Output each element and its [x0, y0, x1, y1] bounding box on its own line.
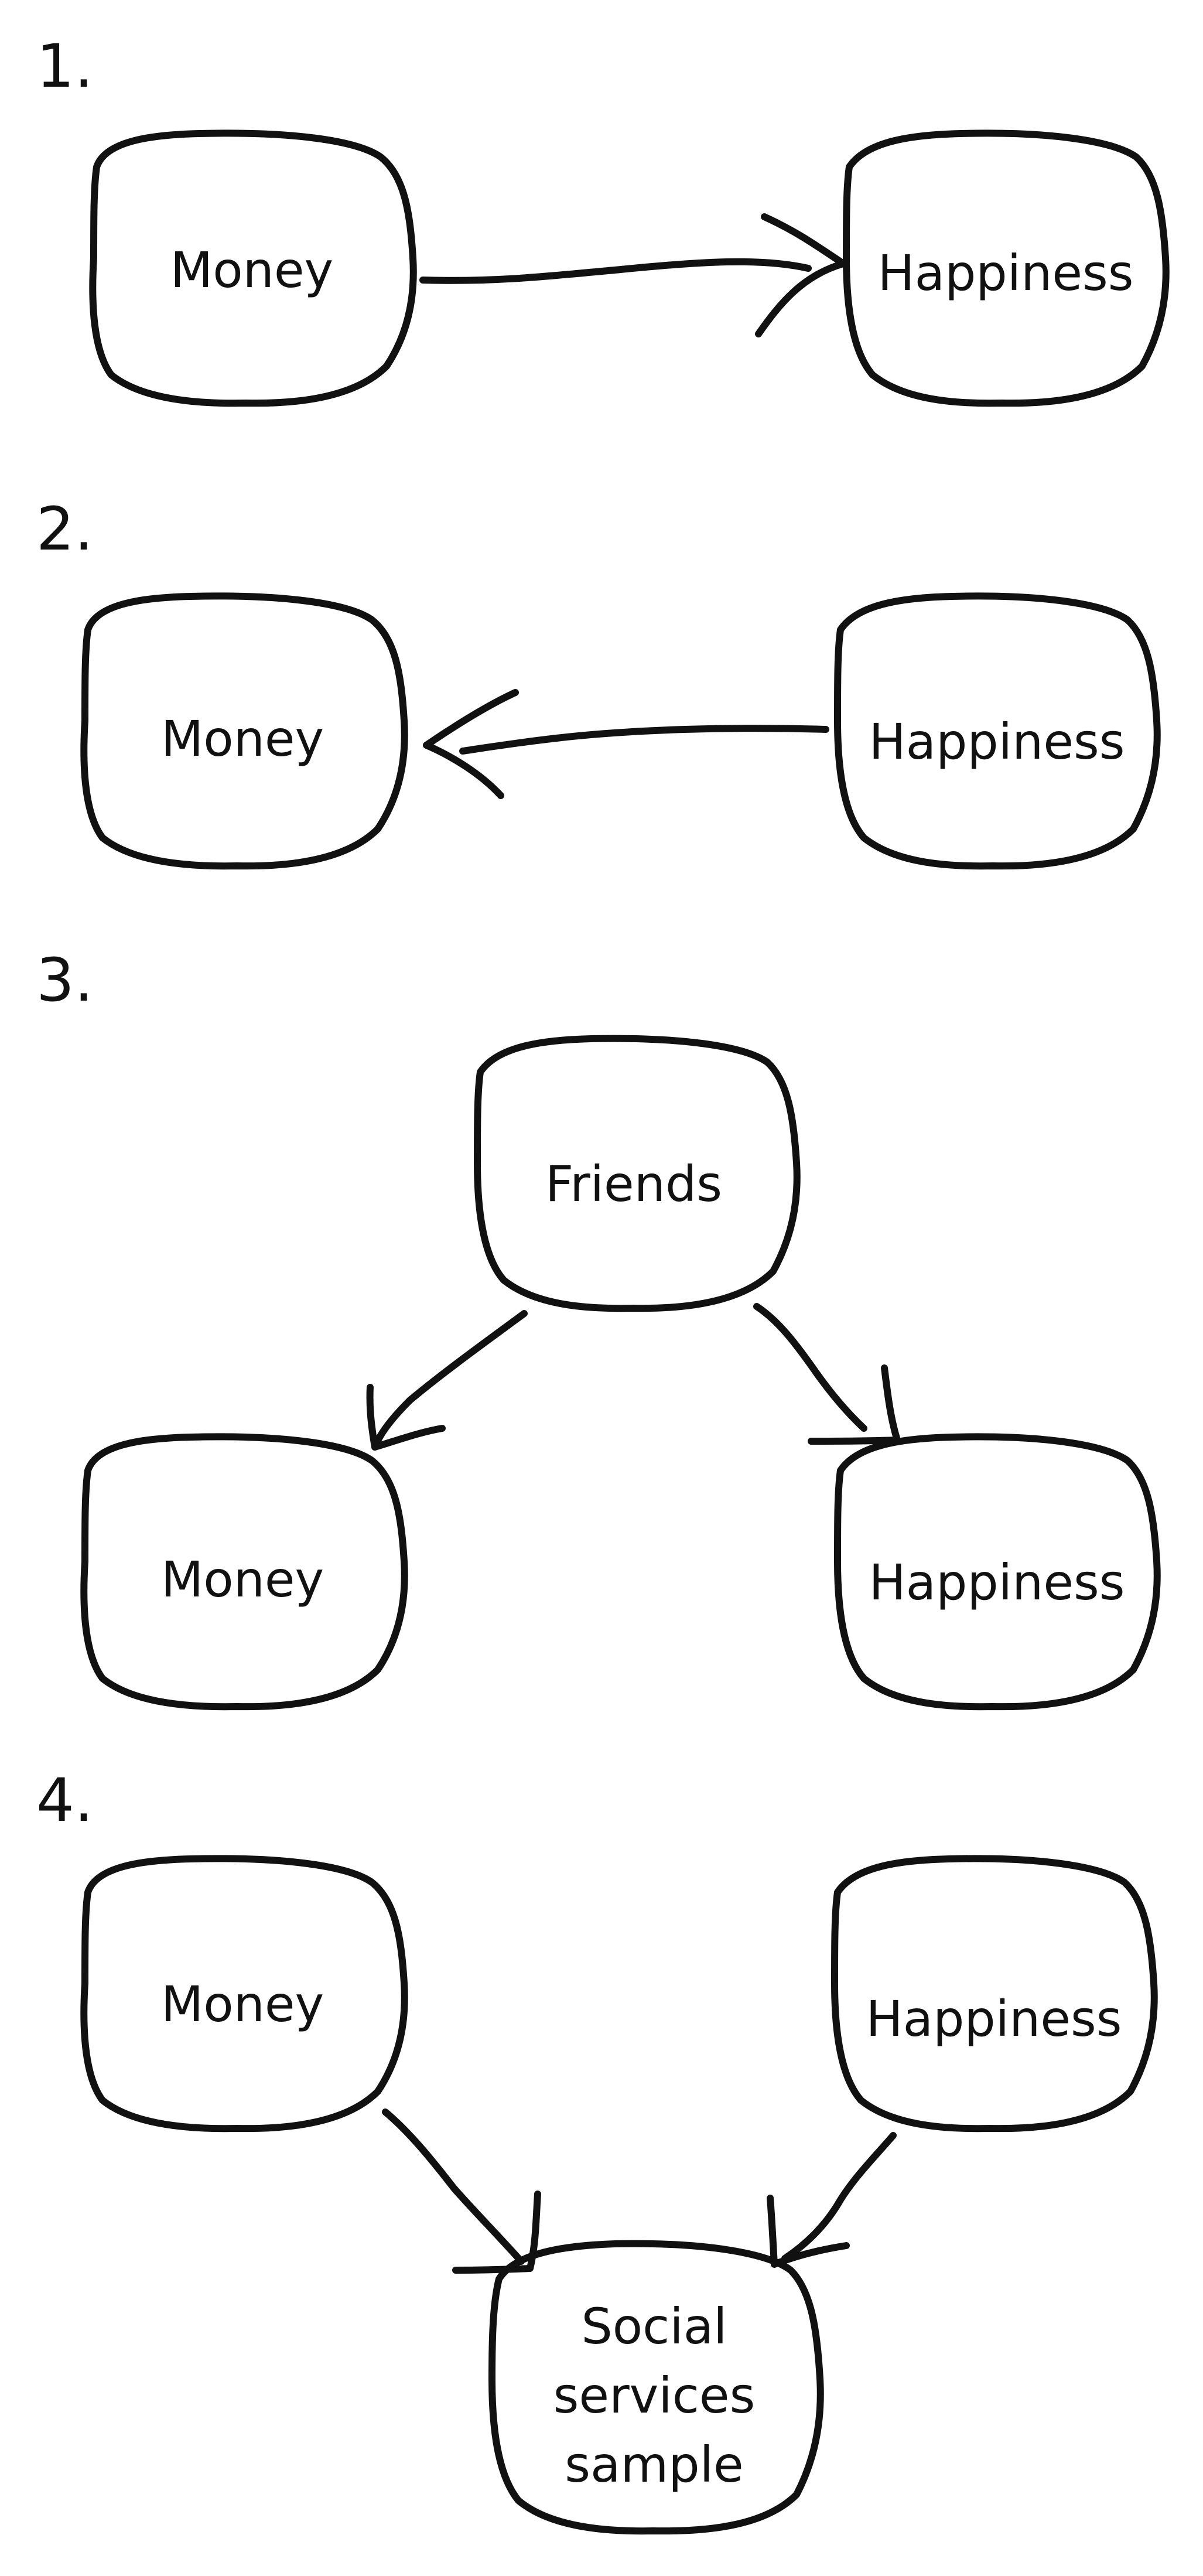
node-label: Friends — [545, 1155, 722, 1213]
node-label: Money — [161, 710, 324, 767]
edge-money-to-sample — [382, 2108, 541, 2274]
node-label: Money — [161, 1551, 324, 1608]
panel-number: 1. — [36, 32, 93, 101]
node-label: Money — [170, 241, 334, 299]
edge-friends-to-money — [366, 1310, 528, 1451]
panel-number: 3. — [36, 946, 93, 1015]
node-label: sample — [565, 2436, 743, 2493]
node-label: Happiness — [877, 244, 1133, 302]
panel-2: 2. Money Happiness — [36, 494, 1161, 870]
node-label: Happiness — [869, 713, 1125, 770]
edge-friends-to-happiness — [753, 1303, 901, 1445]
panel-number: 2. — [36, 494, 93, 564]
node-label: Social — [581, 2298, 727, 2355]
panel-4: 4. Money Happiness Social services sampl… — [36, 1766, 1158, 2535]
node-label: Happiness — [869, 1554, 1125, 1611]
panel-number: 4. — [36, 1766, 93, 1835]
node-friends: Friends — [474, 1035, 801, 1312]
edge-money-to-happiness — [419, 213, 847, 337]
node-money: Money — [89, 129, 417, 407]
panel-3: 3. Friends Money Happiness — [36, 946, 1161, 1711]
panel-1: 1. Money Happiness — [36, 32, 1170, 407]
node-money: Money — [80, 592, 408, 870]
node-label: services — [553, 2367, 756, 2424]
node-social-services-sample: Social services sample — [488, 2240, 824, 2535]
node-money: Money — [80, 1855, 408, 2133]
node-money: Money — [80, 1433, 408, 1711]
node-happiness: Happiness — [831, 1855, 1158, 2133]
node-happiness: Happiness — [834, 592, 1161, 870]
edge-happiness-to-sample — [767, 2132, 897, 2268]
node-happiness: Happiness — [843, 129, 1170, 407]
node-label: Happiness — [866, 1990, 1122, 2048]
edge-happiness-to-money — [423, 689, 829, 799]
node-happiness: Happiness — [834, 1433, 1161, 1711]
node-label: Money — [161, 1975, 324, 2033]
